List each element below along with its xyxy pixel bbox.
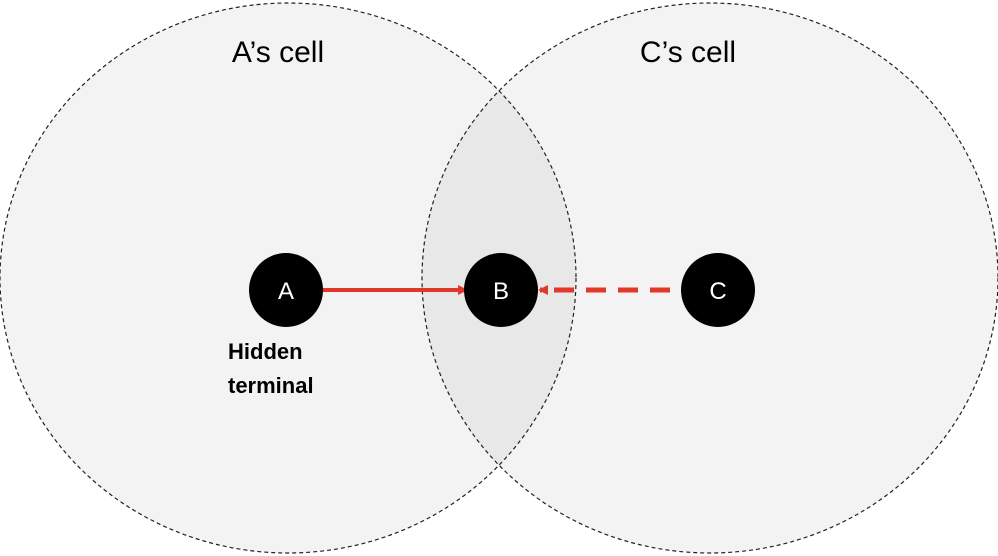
node-c-label: C	[709, 278, 726, 305]
c-cell-boundary	[421, 2, 998, 554]
hidden-terminal-line2: terminal	[228, 373, 314, 398]
a-cell-label: A’s cell	[232, 36, 324, 69]
node-b-label: B	[493, 278, 509, 305]
hidden-terminal-line1: Hidden	[228, 339, 303, 364]
hidden-terminal-label: Hidden terminal	[228, 335, 314, 403]
a-cell-boundary	[0, 2, 577, 554]
node-a-label: A	[278, 278, 294, 305]
node-a	[249, 253, 323, 327]
node-b	[464, 253, 538, 327]
node-c	[681, 253, 755, 327]
c-cell-label: C’s cell	[640, 36, 736, 69]
